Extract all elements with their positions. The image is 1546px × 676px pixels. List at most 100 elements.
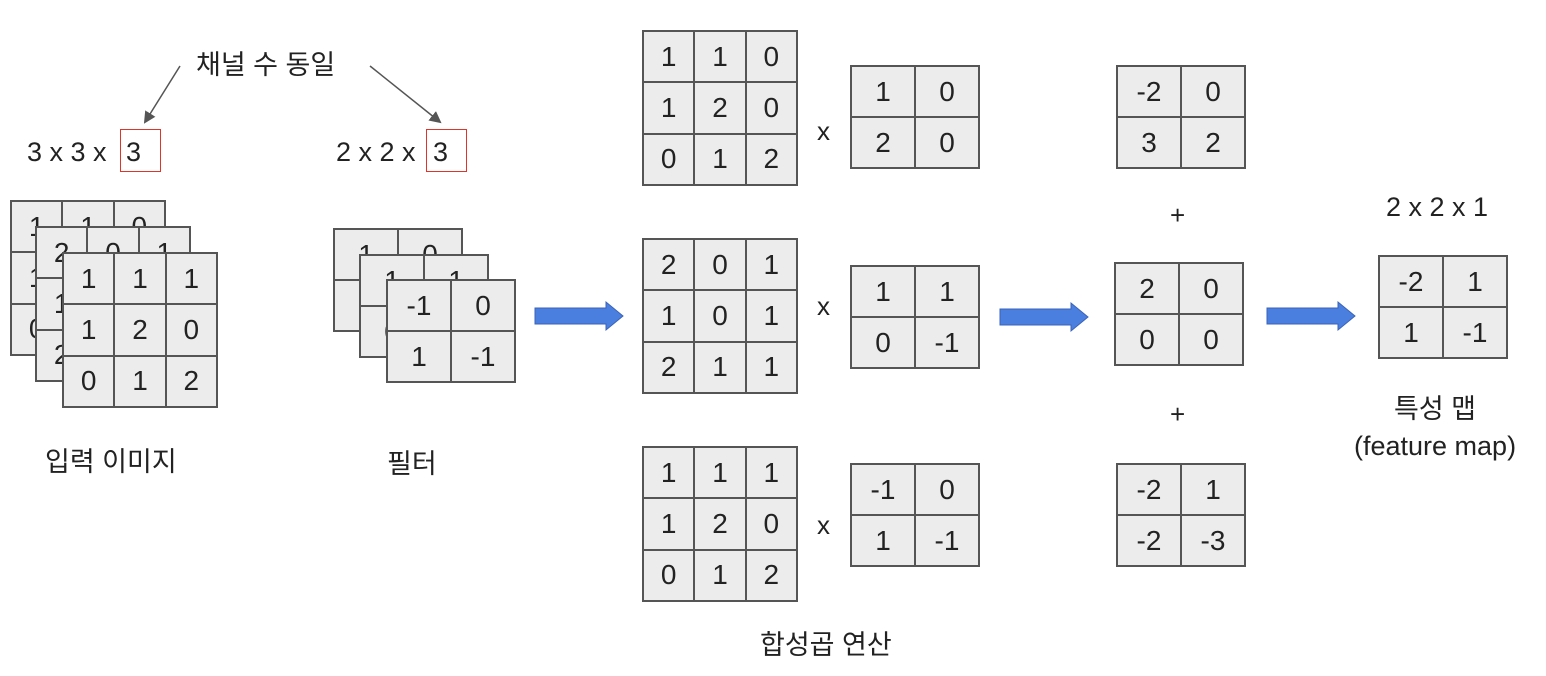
matrix-cell: 0 [63, 355, 115, 407]
matrix-cell: 2 [851, 117, 915, 168]
matrix-cell: 1 [851, 66, 915, 117]
matrix-cell: 2 [694, 498, 746, 550]
filter-channel-count: 3 [433, 137, 449, 167]
matrix-cell: 0 [745, 82, 797, 134]
matrix-cell: -2 [1379, 256, 1443, 307]
plus-sign-1: + [1170, 200, 1186, 230]
matrix-cell: -3 [1181, 515, 1245, 566]
matrix-cell: 1 [1443, 256, 1507, 307]
matrix-cell: 2 [643, 341, 695, 393]
matrix-cell: 0 [1181, 66, 1245, 117]
matrix-cell: 1 [694, 549, 746, 601]
pointer-arrow-to-input-channels [143, 65, 181, 124]
matrix-cell: 2 [745, 133, 797, 185]
matrix-cell: 1 [643, 498, 695, 550]
matrix-cell: 1 [643, 447, 695, 499]
matrix-cell: 1 [643, 31, 695, 83]
matrix-cell: -1 [1443, 307, 1507, 358]
input-caption: 입력 이미지 [45, 447, 177, 477]
matrix-cell: 1 [165, 253, 217, 305]
matrix-cell: 0 [915, 66, 979, 117]
matrix-cell: 0 [1115, 314, 1179, 365]
matrix-cell: 1 [63, 253, 115, 305]
matrix-cell: 0 [745, 498, 797, 550]
matrix-cell: 1 [851, 515, 915, 566]
matrix-cell: 0 [694, 290, 746, 342]
matrix-cell: 1 [694, 341, 746, 393]
matrix-cell: 1 [694, 31, 746, 83]
matrix-cell: -2 [1117, 515, 1181, 566]
matrix-cell: 2 [643, 239, 695, 291]
pointer-arrow-to-filter-channels [369, 65, 442, 124]
matrix-cell: -1 [451, 331, 515, 382]
output-caption-line1: 특성 맵 [1394, 394, 1477, 424]
multiply-sign-3: x [817, 510, 830, 540]
matrix-cell: 0 [643, 549, 695, 601]
matrix-cell: 0 [745, 31, 797, 83]
matrix-cell: 1 [745, 341, 797, 393]
matrix-cell: 1 [643, 290, 695, 342]
matrix-cell: -2 [1117, 464, 1181, 515]
filter-caption: 필터 [387, 449, 437, 479]
flow-arrow-to-channels [534, 300, 624, 332]
matrix-cell: 2 [694, 82, 746, 134]
multiply-sign-1: x [817, 116, 830, 146]
matrix-cell: 2 [1115, 263, 1179, 314]
input-channel-count: 3 [126, 137, 142, 167]
matrix-cell: 0 [915, 117, 979, 168]
matrix-cell: -1 [915, 317, 979, 368]
matrix-cell: -1 [851, 464, 915, 515]
matrix-cell: 1 [694, 133, 746, 185]
matrix-cell: 0 [1179, 314, 1243, 365]
matrix-cell: 1 [1379, 307, 1443, 358]
matrix-cell: 0 [1179, 263, 1243, 314]
matrix-cell: 0 [851, 317, 915, 368]
input-dims-label: 3 x 3 x [27, 137, 107, 167]
matrix-cell: 1 [1181, 464, 1245, 515]
matrix-cell: 0 [915, 464, 979, 515]
flow-arrow-to-results [999, 301, 1089, 333]
matrix-cell: 1 [114, 355, 166, 407]
output-caption-line2: (feature map) [1354, 431, 1517, 461]
matrix-cell: 1 [915, 266, 979, 317]
matrix-cell: 0 [643, 133, 695, 185]
matrix-cell: -2 [1117, 66, 1181, 117]
filter-channel-highlight [426, 129, 467, 172]
matrix-cell: 1 [745, 239, 797, 291]
matrix-cell: 1 [387, 331, 451, 382]
channel-note: 채널 수 동일 [196, 50, 336, 80]
matrix-cell: -1 [915, 515, 979, 566]
matrix-cell: 1 [851, 266, 915, 317]
matrix-cell: 1 [643, 82, 695, 134]
matrix-cell: 1 [745, 290, 797, 342]
matrix-cell: 1 [114, 253, 166, 305]
matrix-cell: 0 [694, 239, 746, 291]
matrix-cell: 2 [1181, 117, 1245, 168]
matrix-cell: 0 [165, 304, 217, 356]
plus-sign-2: + [1170, 399, 1186, 429]
multiply-sign-2: x [817, 291, 830, 321]
filter-dims-label: 2 x 2 x [336, 137, 416, 167]
matrix-cell: -1 [387, 280, 451, 331]
matrix-cell: 1 [694, 447, 746, 499]
output-dims-label: 2 x 2 x 1 [1386, 192, 1489, 222]
matrix-cell: 2 [745, 549, 797, 601]
input-channel-highlight [120, 129, 161, 172]
flow-arrow-to-feature-map [1266, 300, 1356, 332]
matrix-cell: 2 [165, 355, 217, 407]
conv-caption: 합성곱 연산 [760, 630, 892, 660]
matrix-cell: 1 [63, 304, 115, 356]
matrix-cell: 1 [745, 447, 797, 499]
matrix-cell: 3 [1117, 117, 1181, 168]
